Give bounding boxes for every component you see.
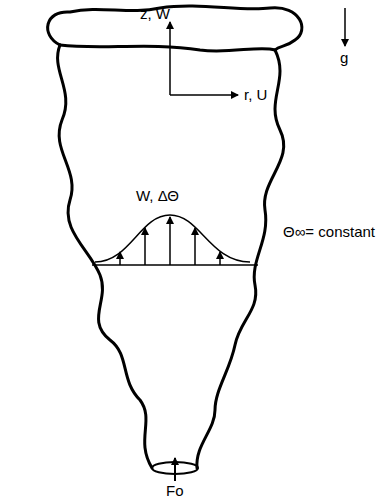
variable-label: W, ΔΘ: [136, 188, 179, 205]
profile-arrow: [194, 228, 196, 265]
z-axis: [169, 22, 171, 95]
plume-right-edge: [197, 50, 284, 468]
axis-label: z, W: [140, 6, 170, 23]
axis-label: r, U: [244, 87, 267, 104]
gravity-arrow: [344, 8, 346, 46]
gravity-label: g: [340, 50, 348, 67]
velocity-profile: [95, 215, 250, 262]
plume-left-edge: [58, 45, 152, 468]
plume-top: [48, 6, 302, 50]
profile-arrow: [119, 252, 121, 265]
profile-arrow: [219, 252, 221, 265]
profile-baseline: [92, 264, 258, 266]
source-label: Fo: [166, 483, 184, 500]
source-flux-arrow: [174, 458, 176, 481]
profile-arrow: [169, 217, 171, 265]
ambient-label: Θ∞= constant: [283, 224, 375, 241]
profile-arrow: [144, 228, 146, 265]
plume-top-edge: [60, 45, 275, 51]
r-axis: [170, 94, 238, 96]
